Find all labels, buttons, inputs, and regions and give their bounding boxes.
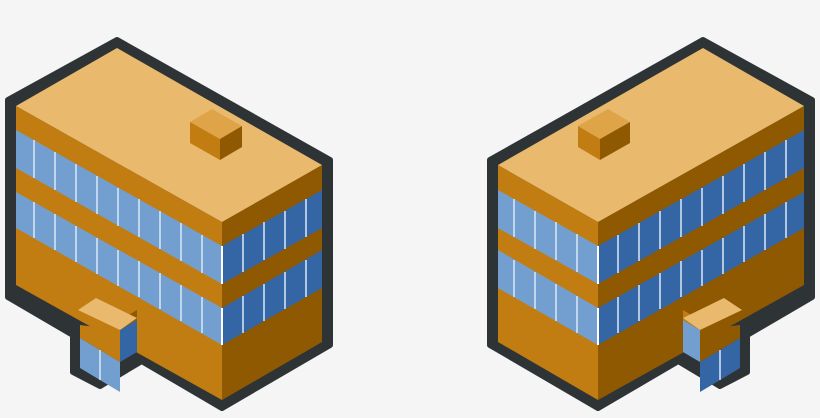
right-building: Office building (right) xyxy=(410,0,820,418)
building-icon xyxy=(5,37,333,411)
left-building: Office building (left) xyxy=(5,37,333,411)
building-icon xyxy=(487,37,815,411)
